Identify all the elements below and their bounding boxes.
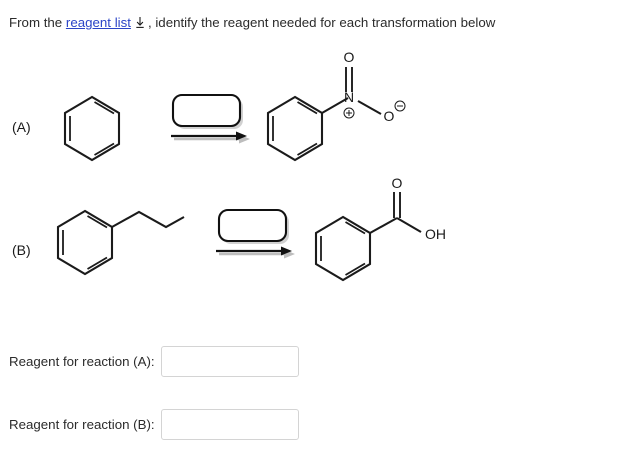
reagent-box-b: [217, 208, 289, 244]
answer-row-b: Reagent for reaction (B):: [9, 409, 299, 440]
answer-label-b: Reagent for reaction (B):: [9, 417, 155, 432]
oxygen-negative-charge: [394, 100, 406, 112]
reaction-a-scheme: O N O: [40, 40, 440, 175]
nitrobenzene-product: O N O: [266, 49, 406, 162]
reagent-box-a: [171, 93, 243, 129]
reagent-a-input[interactable]: [160, 346, 299, 377]
carbonyl-oxygen-label: O: [392, 178, 403, 191]
answer-row-a: Reagent for reaction (A):: [9, 346, 299, 377]
answer-label-a: Reagent for reaction (A):: [9, 354, 155, 369]
nitrogen-positive-charge: [343, 107, 355, 119]
reaction-b-scheme: O OH: [40, 178, 470, 303]
reaction-a-label: (A): [12, 119, 31, 135]
benzene-reactant-a: [63, 95, 121, 162]
download-icon[interactable]: [134, 16, 146, 29]
reaction-arrow-a: [171, 131, 250, 144]
hydroxyl-label: OH: [425, 226, 446, 242]
nitro-oxygen-single-label: O: [384, 108, 395, 124]
nitro-oxygen-double-label: O: [344, 49, 355, 65]
benzoic-acid-product: O OH: [314, 178, 446, 282]
nitro-nitrogen-label: N: [344, 89, 354, 105]
reagent-list-link[interactable]: reagent list: [65, 15, 131, 30]
reaction-arrow-b: [216, 246, 295, 259]
question-prompt: From the reagent list , identify the rea…: [9, 14, 495, 32]
propylbenzene-reactant: [56, 209, 185, 276]
reagent-b-input[interactable]: [160, 409, 299, 440]
reaction-b-label: (B): [12, 242, 31, 258]
prompt-text-before: From the: [9, 15, 66, 30]
prompt-text-after: , identify the reagent needed for each t…: [147, 15, 496, 30]
